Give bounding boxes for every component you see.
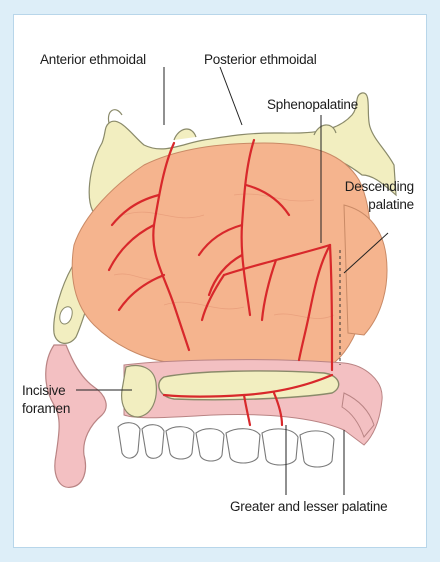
label-descending-line2: palatine xyxy=(314,197,414,213)
label-descending-line1: Descending xyxy=(314,179,414,195)
nasal-septum-illustration xyxy=(14,15,427,548)
label-incisive-line2: foramen xyxy=(22,401,70,417)
label-greater-lesser-palatine: Greater and lesser palatine xyxy=(230,499,387,515)
label-anterior-ethmoidal: Anterior ethmoidal xyxy=(40,52,146,68)
label-incisive-line1: Incisive xyxy=(22,383,65,399)
label-sphenopalatine: Sphenopalatine xyxy=(267,97,358,113)
teeth xyxy=(118,423,334,467)
figure-panel: Anterior ethmoidal Posterior ethmoidal S… xyxy=(13,14,427,548)
label-posterior-ethmoidal: Posterior ethmoidal xyxy=(204,52,317,68)
